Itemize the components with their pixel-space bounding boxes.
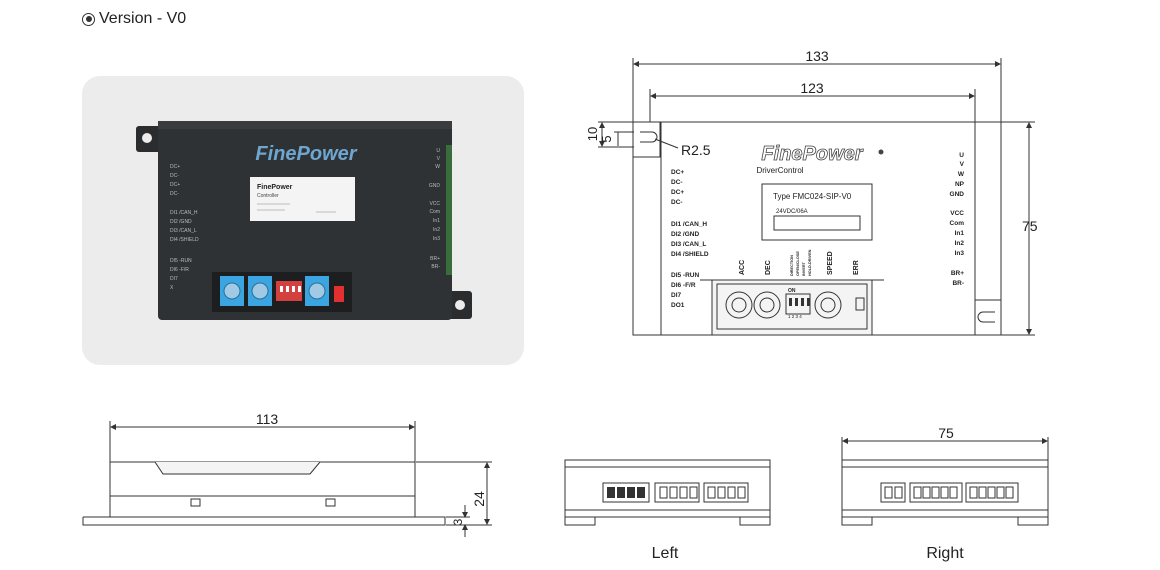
left-pin-label: DI6 -F/R <box>671 282 696 289</box>
right-pin-label: W <box>958 171 965 178</box>
radius-label: R2.5 <box>681 142 711 158</box>
photo-left-pin: DI1 /CAN_H <box>170 210 198 216</box>
right-pin-label: GND <box>950 191 965 198</box>
left-pin-label: DC+ <box>671 169 684 176</box>
left-view-caption: Left <box>652 545 679 562</box>
left-pin-label: DI4 /SHIELD <box>671 251 709 258</box>
photo-left-pin: DI7 <box>170 276 178 282</box>
photo-left-pin: DC- <box>170 173 179 179</box>
right-view-caption: Right <box>926 545 964 562</box>
dim-3: 3 <box>451 518 465 525</box>
photo-right-pin: GND <box>429 183 441 189</box>
right-pin-label: Com <box>950 220 965 227</box>
photo-right-pin: Com <box>429 209 440 215</box>
photo-sticker <box>250 177 355 221</box>
knob-label-err: ERR <box>853 260 860 275</box>
top-view-drawing <box>598 58 1035 336</box>
photo-brand: FinePower <box>255 143 357 165</box>
photo-right-pin: BR- <box>431 264 440 270</box>
right-pin-label: In3 <box>955 250 965 257</box>
photo-left-pin: DI6 -F/R <box>170 267 189 273</box>
knob-label-acc: ACC <box>739 260 746 275</box>
right-pin-label: BR+ <box>951 270 964 277</box>
dip-label: OPEN/CLOSE <box>796 251 800 276</box>
photo-left-pin: DI5 -RUN <box>170 258 192 264</box>
rating-label: 24VDC/06A <box>776 209 808 215</box>
right-pin-label: U <box>959 152 964 159</box>
photo-left-pin: DC+ <box>170 164 180 170</box>
version-selector[interactable]: Version - V0 <box>82 10 186 28</box>
dim-75-vertical: 75 <box>1022 218 1038 234</box>
right-end-view <box>841 437 1049 526</box>
right-pin-label: VCC <box>950 210 964 217</box>
right-pin-label: BR- <box>952 280 964 287</box>
left-pin-label: DO1 <box>671 302 685 309</box>
top-view-labels: 133 123 10 5 R2.5 75 FinePower DriverCon… <box>585 48 1038 319</box>
dip-label: HOLD-DRIVEN <box>808 249 812 276</box>
dim-10: 10 <box>585 127 600 141</box>
radio-selected-icon <box>82 12 95 26</box>
dim-75-horizontal: 75 <box>938 425 954 441</box>
photo-right-pin: VCC <box>429 201 440 207</box>
photo-left-pin: DI4 /SHIELD <box>170 237 199 243</box>
photo-right-pin: BR+ <box>430 256 440 262</box>
dim-123: 123 <box>800 80 824 96</box>
left-pin-label: DI5 -RUN <box>671 272 699 279</box>
photo-left-pin: DC+ <box>170 182 180 188</box>
right-pin-label: In1 <box>955 230 965 237</box>
left-pin-label: DC+ <box>671 189 684 196</box>
dip-number-labels: 1 2 3 4 <box>788 314 802 319</box>
photo-right-pin: In2 <box>433 227 440 233</box>
drawing-subtitle: DriverControl <box>756 166 803 175</box>
version-label: Version - V0 <box>99 10 187 27</box>
sticker-brand: FinePower <box>257 184 293 191</box>
dim-24: 24 <box>471 491 487 507</box>
dim-133: 133 <box>805 48 829 64</box>
dip-label: INVERT <box>802 261 806 276</box>
photo-left-pin: DC- <box>170 191 179 197</box>
photo-left-pin: DI3 /CAN_L <box>170 228 197 234</box>
sticker-subtitle: Controller <box>257 193 279 199</box>
dim-5: 5 <box>599 135 614 142</box>
photo-right-pin: V <box>437 156 441 162</box>
dim-113: 113 <box>256 411 279 427</box>
left-pin-label: DI7 <box>671 292 682 299</box>
photo-left-pin: DI2 /GND <box>170 219 192 225</box>
left-pin-label: DI3 /CAN_L <box>671 241 706 248</box>
type-label: Type FMC024-SIP-V0 <box>773 192 852 201</box>
drawing-brand: FinePower <box>761 143 863 165</box>
left-pin-label: DI1 /CAN_H <box>671 221 707 228</box>
right-pin-label: V <box>960 161 965 168</box>
side-view-drawing <box>82 421 492 537</box>
photo-err-led <box>334 286 344 302</box>
dip-label: DIRECTION <box>790 255 794 276</box>
photo-right-pin: U <box>436 148 440 154</box>
photo-right-pin: W <box>435 164 440 170</box>
knob-label-speed: SPEED <box>827 251 834 275</box>
right-pin-label: NP <box>955 181 965 188</box>
photo-left-pin: X <box>170 285 174 291</box>
knob-label-dec: DEC <box>765 260 772 275</box>
dip-switch-drawing <box>789 298 810 306</box>
photo-right-pin: In1 <box>433 218 440 224</box>
photo-right-pin: In3 <box>433 236 440 242</box>
right-pin-label: In2 <box>955 240 965 247</box>
product-photo: FinePower FinePower Controller DC+ DC- D… <box>136 121 472 320</box>
left-pin-label: DI2 /GND <box>671 231 699 238</box>
left-pin-label: DC- <box>671 179 683 186</box>
left-pin-label: DC- <box>671 199 683 206</box>
dip-on-label: ON <box>788 288 796 294</box>
